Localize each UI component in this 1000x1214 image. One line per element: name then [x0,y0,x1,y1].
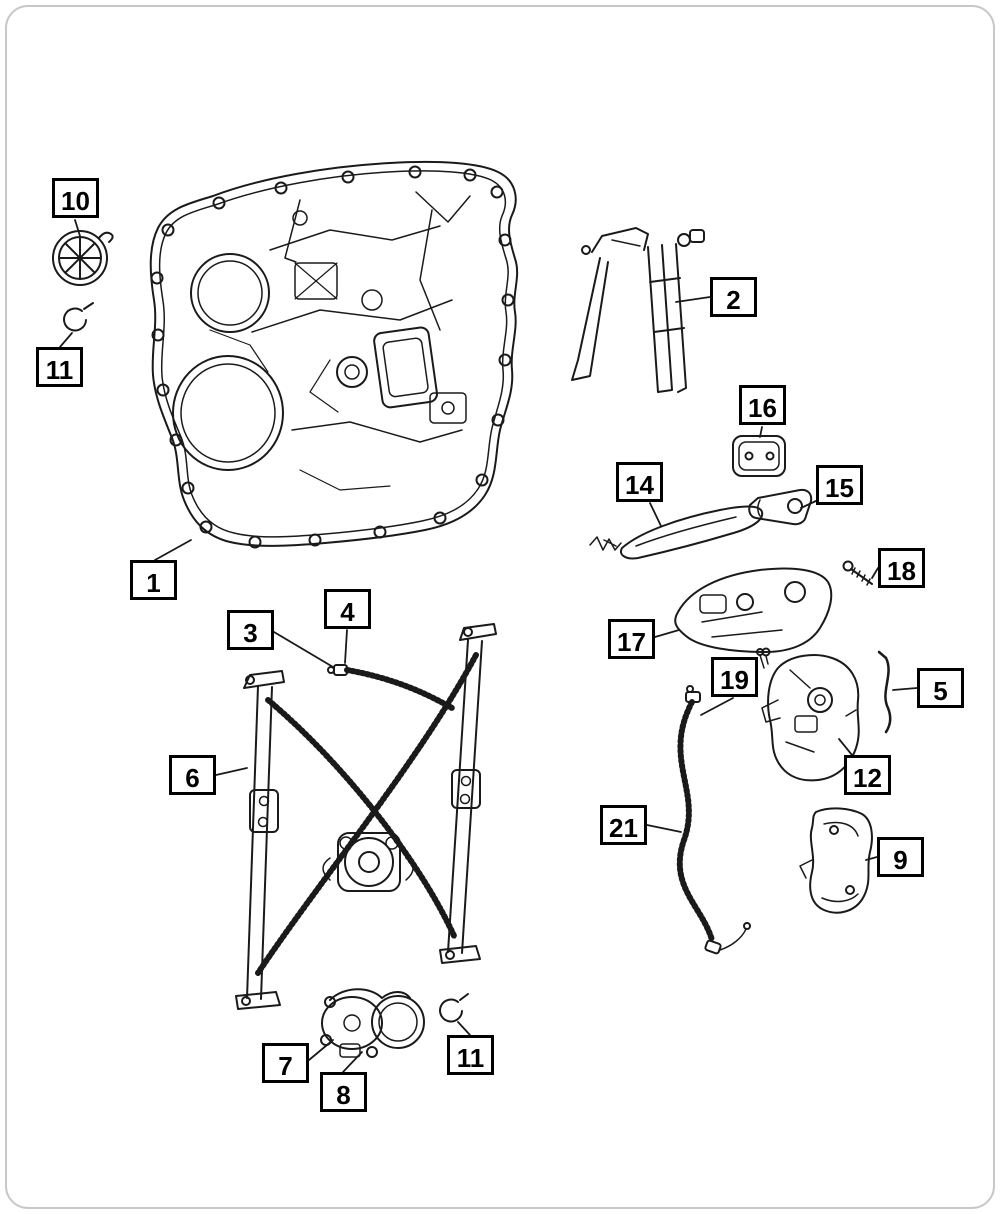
callout-label: 11 [45,355,74,385]
callout-1[interactable]: 1 [130,560,177,600]
callout-14[interactable]: 14 [616,462,663,502]
part-glass-run-channel [571,227,705,393]
part-latch-shield [799,807,873,914]
callout-6[interactable]: 6 [169,755,216,795]
callout-label: 14 [625,470,654,500]
callout-label: 19 [720,665,749,695]
callout-label: 16 [748,393,777,423]
callout-label: 1 [146,568,161,598]
callout-label: 18 [887,556,916,586]
page-border [5,5,995,1209]
callout-19[interactable]: 19 [711,657,758,697]
part-clip-lower [439,993,469,1023]
callout-18[interactable]: 18 [878,548,925,588]
callout-5[interactable]: 5 [917,668,964,708]
callout-7[interactable]: 7 [262,1043,309,1083]
part-lock-rod [877,650,892,734]
callout-11-lower[interactable]: 11 [447,1035,494,1075]
callout-label: 12 [853,763,882,793]
callout-11-upper[interactable]: 11 [36,347,83,387]
callout-label: 17 [617,627,646,657]
part-handle-carrier [674,567,833,669]
callout-label: 4 [340,597,355,627]
callout-15[interactable]: 15 [816,465,863,505]
callout-label: 5 [933,676,948,706]
callout-label: 21 [609,813,638,843]
callout-label: 7 [278,1051,293,1081]
callout-17[interactable]: 17 [608,619,655,659]
callout-label: 9 [893,845,908,875]
callout-8[interactable]: 8 [320,1072,367,1112]
callout-label: 2 [726,285,741,315]
callout-9[interactable]: 9 [877,837,924,877]
callout-label: 11 [456,1043,485,1073]
part-handle-pad [732,435,786,477]
callout-21[interactable]: 21 [600,805,647,845]
part-window-motor [320,988,425,1058]
callout-12[interactable]: 12 [844,755,891,795]
leader-lines [59,219,918,1073]
part-clip-upper [63,302,94,332]
part-latch-cable [676,685,751,955]
part-handle-cap [748,488,813,526]
part-door-handle [589,505,764,560]
callout-3[interactable]: 3 [227,610,274,650]
part-cable-front [327,664,455,711]
part-grommet [52,230,114,286]
callout-label: 10 [61,186,90,216]
callout-2[interactable]: 2 [710,277,757,317]
callout-16[interactable]: 16 [739,385,786,425]
part-door-module-panel [149,160,519,549]
part-screw [842,560,873,586]
callout-10[interactable]: 10 [52,178,99,218]
part-door-latch [761,647,860,782]
callout-4[interactable]: 4 [324,589,371,629]
callout-label: 15 [825,473,854,503]
callout-label: 3 [243,618,258,648]
callout-label: 8 [336,1080,351,1110]
callout-label: 6 [185,763,200,793]
part-window-regulator [235,623,497,1010]
